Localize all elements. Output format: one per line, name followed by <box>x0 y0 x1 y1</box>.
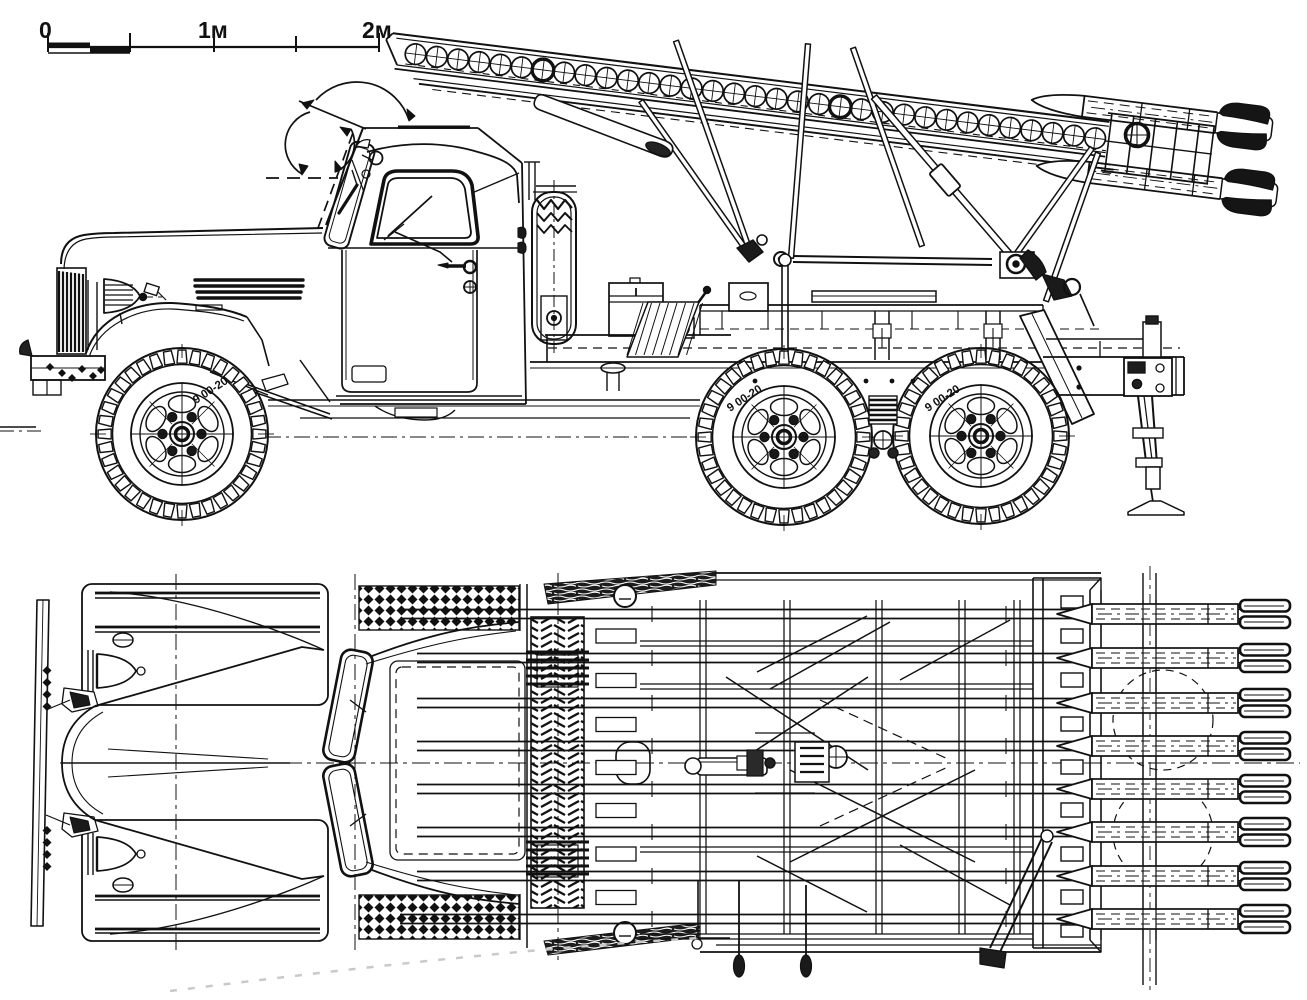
svg-text:1м: 1м <box>198 17 228 43</box>
svg-text:0: 0 <box>39 17 52 43</box>
